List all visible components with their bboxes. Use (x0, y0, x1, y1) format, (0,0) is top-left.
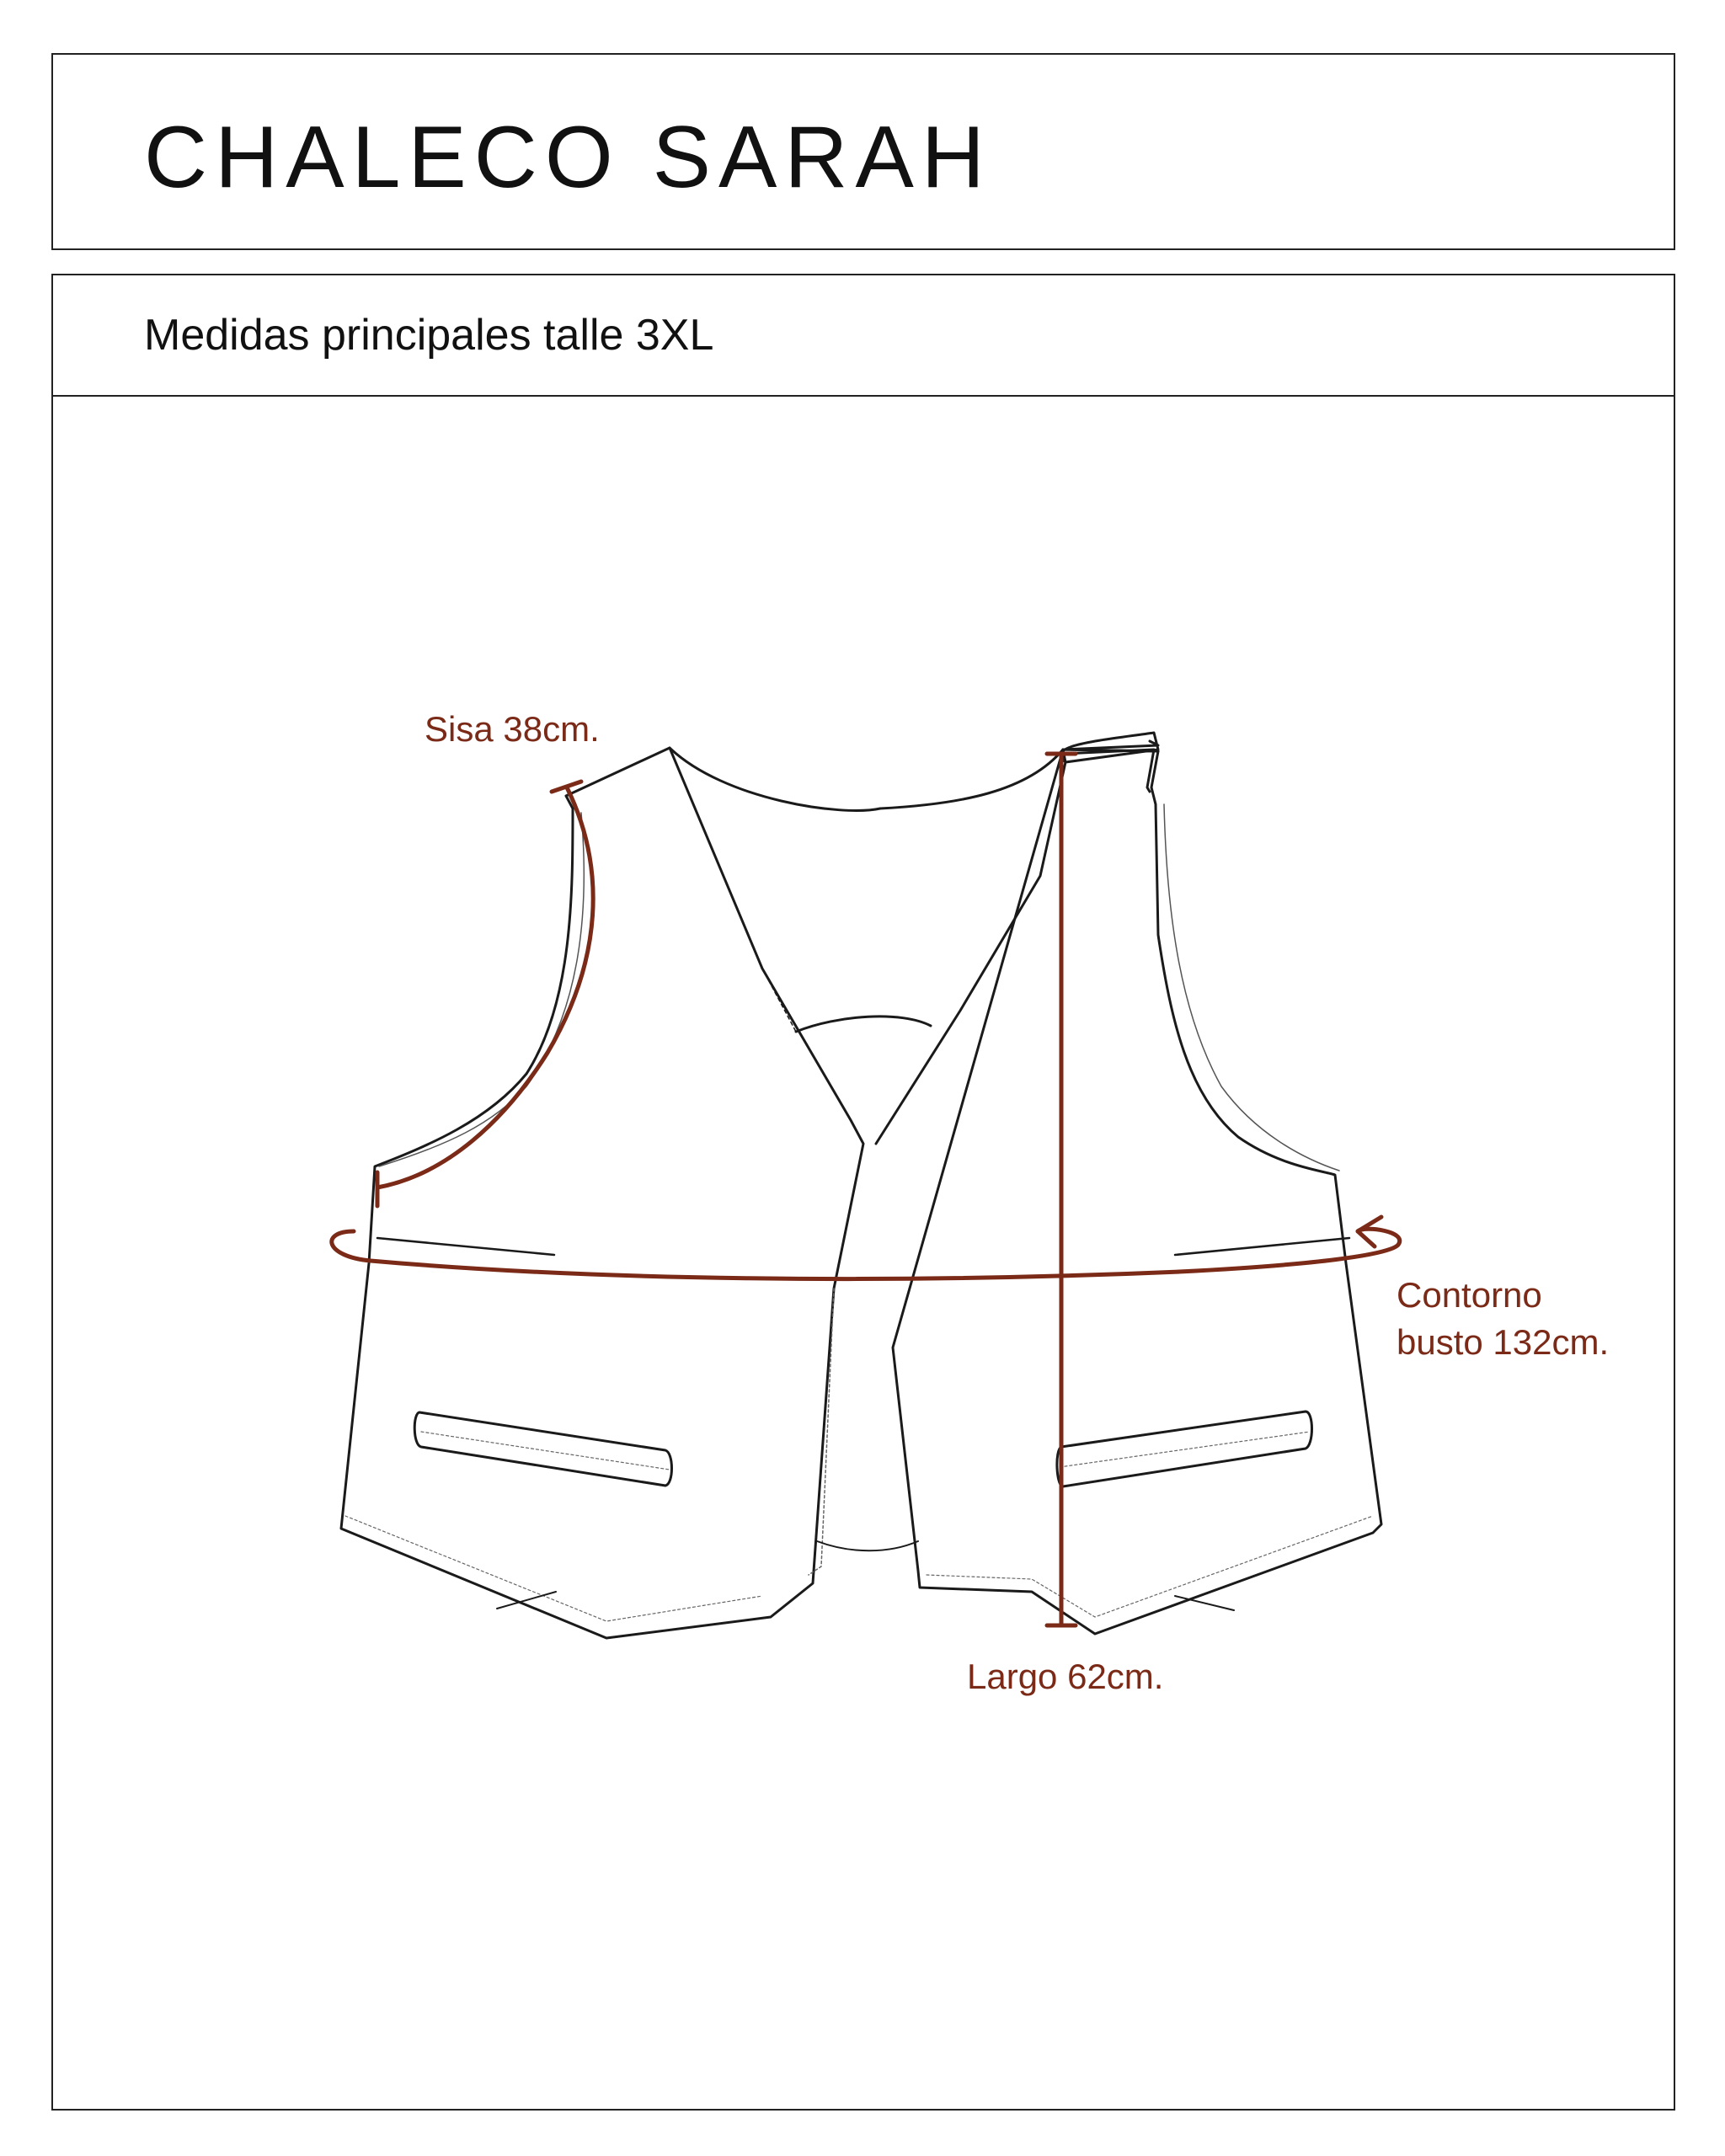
title-panel: CHALECO SARAH (51, 53, 1675, 250)
vest-outline (339, 731, 1383, 1640)
contorno-measure-line (329, 1226, 1402, 1282)
page-title: CHALECO SARAH (144, 109, 992, 206)
back-neckline (668, 746, 1065, 812)
contorno-label-line1: Contorno (1397, 1275, 1542, 1315)
sisa-measure-line (375, 785, 595, 1190)
right-armhole-stitch (1163, 803, 1340, 1171)
left-dart (376, 1236, 556, 1257)
right-pocket (1055, 1410, 1313, 1488)
right-dart (1173, 1236, 1351, 1257)
largo-label: Largo 62cm. (967, 1657, 1163, 1696)
right-front-panel (874, 731, 1160, 1145)
left-pocket (413, 1411, 673, 1487)
subtitle-row: Medidas principales talle 3XL (53, 275, 1674, 397)
page-subtitle: Medidas principales talle 3XL (144, 311, 714, 360)
diagram-panel: Medidas principales talle 3XL (51, 274, 1675, 2111)
contorno-label-line2: busto 132cm. (1397, 1322, 1609, 1362)
measurement-lines (329, 751, 1402, 1628)
sisa-label: Sisa 38cm. (425, 709, 600, 749)
back-inner (794, 1015, 932, 1033)
left-front-panel (339, 746, 865, 1640)
